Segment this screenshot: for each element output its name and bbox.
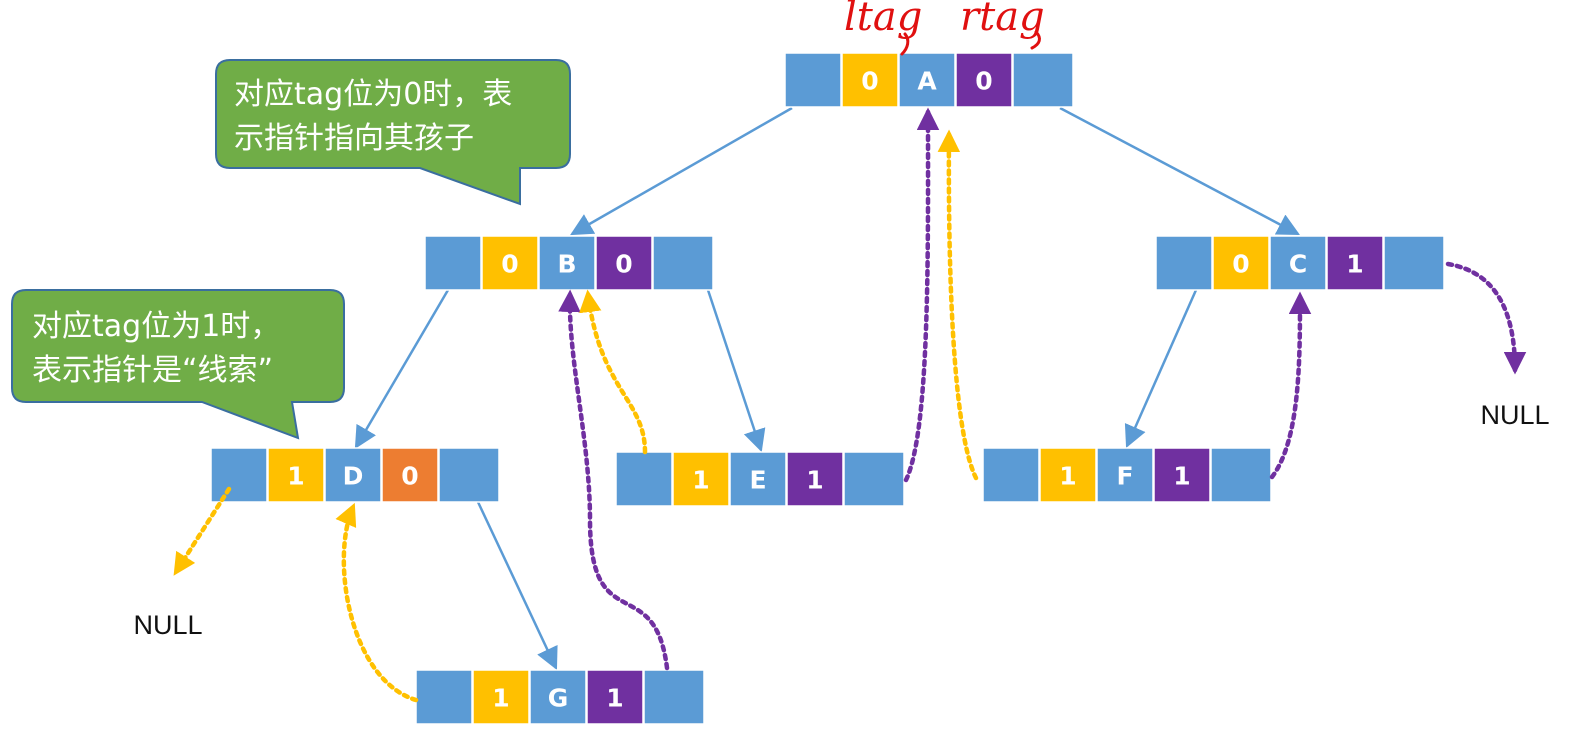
handwritten-annotations: ltag rtag [844, 0, 1045, 56]
thread-g-right-to-b [558, 289, 670, 671]
data-value: G [548, 684, 569, 713]
data-value: D [343, 462, 364, 491]
rtag-value: 0 [401, 462, 418, 491]
callout-line-2: 示指针指向其孩子 [234, 121, 474, 156]
null-label-right: NULL [1480, 400, 1549, 430]
thread-pointers [173, 107, 1527, 703]
ltag-value: 0 [1232, 250, 1249, 279]
thread-f-left-to-a [937, 129, 979, 481]
node-b: 0 B 0 [424, 235, 714, 291]
node-d: 1 D 0 [210, 447, 500, 503]
thread-c-right-null [1445, 261, 1527, 375]
rtag-value: 1 [1346, 250, 1363, 279]
callout-line-1: 对应tag位为0时，表 [234, 77, 512, 112]
ltag-value: 1 [1059, 462, 1076, 491]
node-a: 0 A 0 [784, 52, 1074, 108]
thread-e-left-to-b [579, 289, 648, 455]
rchild-cell [438, 447, 500, 503]
rchild-cell [1210, 447, 1272, 503]
lchild-cell [415, 669, 473, 725]
ltag-annotation-stroke [900, 32, 910, 56]
tag-one-callout: 对应tag位为1时， 表示指针是“线索” [11, 289, 345, 440]
thread-g-left-to-d [335, 502, 419, 703]
data-cell [538, 235, 596, 291]
rtag-cell [1153, 447, 1211, 503]
edge-d-g [476, 501, 558, 671]
rchild-cell [1383, 235, 1445, 291]
edge-c-f [1124, 289, 1198, 449]
lchild-cell [424, 235, 482, 291]
data-value: B [557, 250, 576, 279]
callout-bubble [11, 289, 345, 440]
edge-b-e [706, 289, 766, 453]
node-e: 1 E 1 [615, 451, 905, 507]
edge-a-b [570, 106, 793, 236]
callout-line-2: 表示指针是“线索” [32, 353, 273, 388]
data-cell [324, 447, 382, 503]
data-value: C [1289, 250, 1307, 279]
rtag-cell [786, 451, 844, 507]
edge-a-c [1059, 106, 1300, 236]
ltag-value: 1 [692, 466, 709, 495]
lchild-cell [982, 447, 1040, 503]
ltag-cell [481, 235, 539, 291]
data-value: E [749, 466, 766, 495]
rtag-annotation: rtag [960, 0, 1045, 40]
rtag-cell [595, 235, 653, 291]
lchild-cell [1155, 235, 1213, 291]
ltag-cell [672, 451, 730, 507]
rtag-value: 0 [975, 67, 992, 96]
thread-d-left-null [173, 486, 232, 576]
node-g: 1 G 1 [415, 669, 705, 725]
rchild-cell [1012, 52, 1074, 108]
rtag-annotation-stroke [1030, 30, 1041, 50]
ltag-cell [1039, 447, 1097, 503]
lchild-cell [210, 447, 268, 503]
ltag-cell [267, 447, 325, 503]
ltag-value: 1 [492, 684, 509, 713]
edge-b-d [354, 289, 450, 449]
ltag-cell [1212, 235, 1270, 291]
thread-e-right-to-a [903, 107, 940, 483]
data-cell [1269, 235, 1327, 291]
data-cell [729, 451, 787, 507]
rtag-value: 1 [1173, 462, 1190, 491]
ltag-cell [472, 669, 530, 725]
rtag-value: 1 [806, 466, 823, 495]
data-value: F [1116, 462, 1133, 491]
rchild-cell [643, 669, 705, 725]
lchild-cell [784, 52, 842, 108]
rtag-cell [955, 52, 1013, 108]
ltag-cell [841, 52, 899, 108]
ltag-annotation: ltag [844, 0, 922, 40]
ltag-value: 0 [501, 250, 518, 279]
null-label-left: NULL [133, 610, 202, 640]
tag-zero-callout: 对应tag位为0时，表 示指针指向其孩子 [215, 59, 571, 206]
thread-f-right-to-c [1269, 291, 1312, 480]
node-c: 0 C 1 [1155, 235, 1445, 291]
rtag-value: 0 [615, 250, 632, 279]
rtag-cell [586, 669, 644, 725]
callout-bubble [215, 59, 571, 206]
ltag-value: 1 [287, 462, 304, 491]
data-cell [529, 669, 587, 725]
lchild-cell [615, 451, 673, 507]
rtag-cell [1326, 235, 1384, 291]
rtag-value: 1 [606, 684, 623, 713]
data-cell [1096, 447, 1154, 503]
ltag-value: 0 [861, 67, 878, 96]
node-f: 1 F 1 [982, 447, 1272, 503]
rtag-cell [381, 447, 439, 503]
data-value: A [917, 67, 937, 96]
child-edges [354, 106, 1300, 671]
rchild-cell [652, 235, 714, 291]
rchild-cell [843, 451, 905, 507]
callout-line-1: 对应tag位为1时， [32, 309, 280, 344]
data-cell [898, 52, 956, 108]
